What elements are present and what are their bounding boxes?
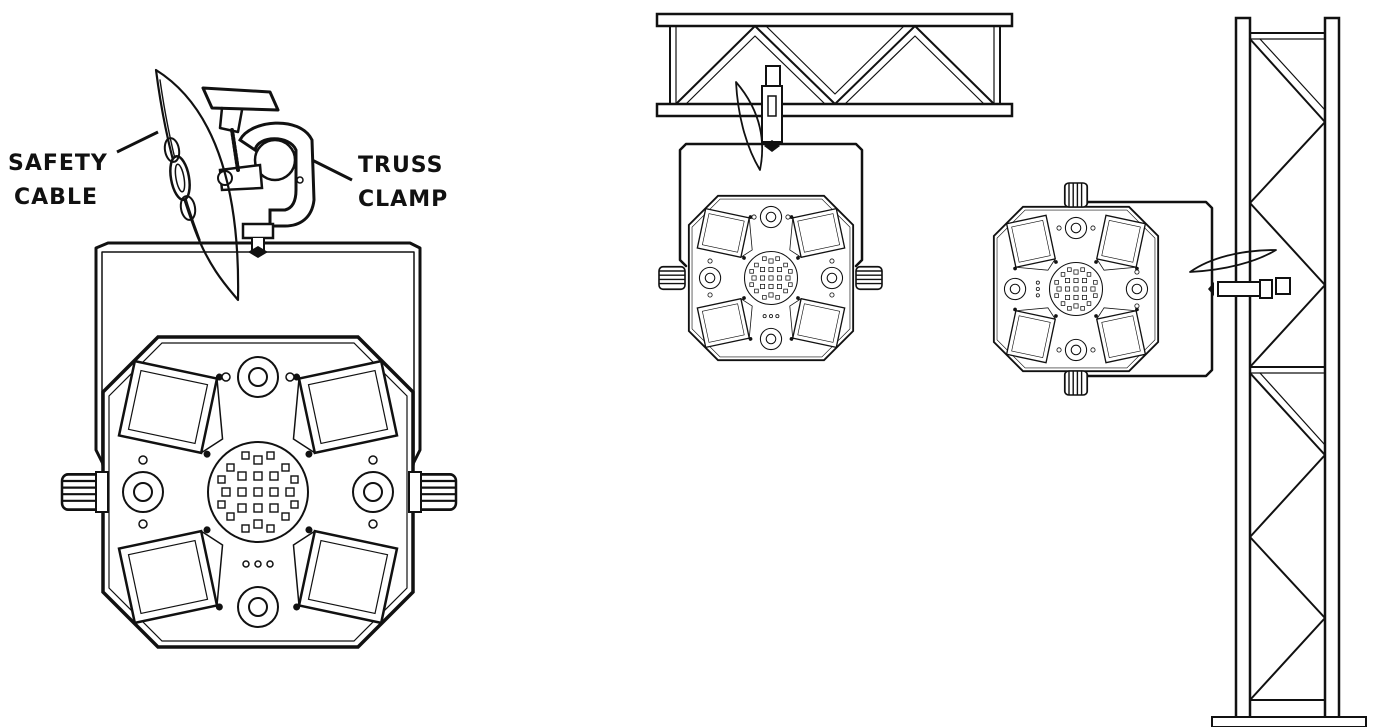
vertical-truss [1211,16,1367,727]
truss-clamp-leader [311,158,353,182]
main-fixture [60,241,458,649]
safety-cable-label-line1: SAFETY [8,151,108,176]
side-mounted-fixture [992,182,1291,396]
truss-clamp-label-line1: TRUSS [358,153,444,178]
safety-cable-leader [116,130,159,154]
truss-clamp-label-line2: CLAMP [358,187,448,212]
horizontal-truss [655,12,1014,118]
truss-clamp [201,86,316,258]
safety-cable [154,68,240,302]
safety-cable-label-line2: CABLE [14,185,98,210]
hanging-fixture [658,65,883,362]
